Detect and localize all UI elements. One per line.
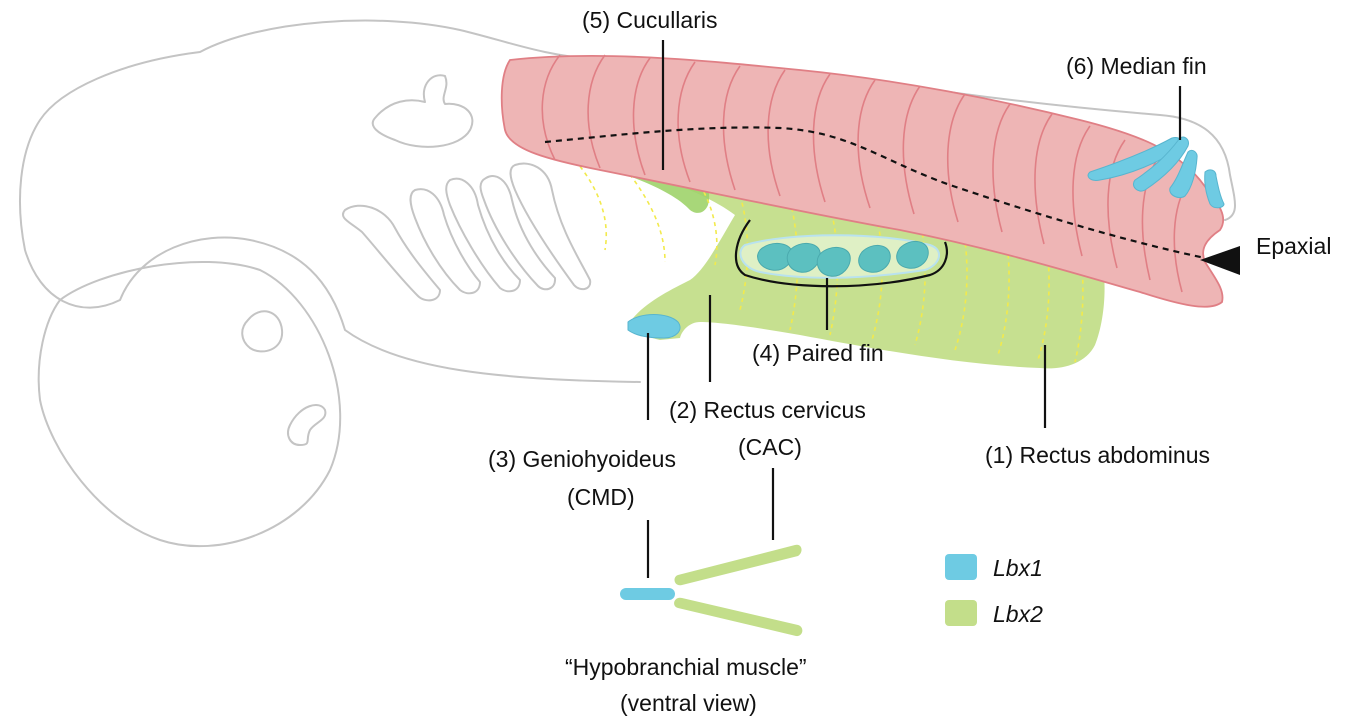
label-hypobranchial-muscle: “Hypobranchial muscle” [565, 654, 807, 680]
epaxial-arrowhead [1200, 246, 1240, 275]
legend-swatch-lbx1 [945, 554, 977, 580]
labels: (5) Cucullaris (6) Median fin Epaxial (4… [488, 7, 1331, 716]
horizontal-myoseptum-line [544, 126, 1206, 260]
label-geniohyoideus: (3) Geniohyoideus [488, 446, 676, 472]
legend-label-lbx2: Lbx2 [993, 601, 1043, 627]
somite-boundaries [541, 54, 1189, 293]
label-ventral-view: (ventral view) [620, 690, 757, 716]
ventral-lbx1-bar [620, 588, 675, 600]
paired-fin-lbx1-muscles [757, 241, 929, 277]
legend-label-lbx1: Lbx1 [993, 555, 1043, 581]
paired-fin [734, 219, 948, 288]
ventral-lbx2-lower [674, 597, 803, 637]
label-paired-fin: (4) Paired fin [752, 340, 884, 366]
nasal-outline [287, 404, 327, 446]
geniohyoideus-muscle [627, 314, 681, 339]
label-rectus-abdominus: (1) Rectus abdominus [985, 442, 1210, 468]
label-epaxial: Epaxial [1256, 233, 1331, 259]
legend: Lbx1 Lbx2 [945, 554, 1043, 627]
median-fin-muscles [1087, 136, 1225, 209]
epaxial-somites [500, 54, 1225, 308]
leader-lines [646, 40, 1182, 578]
label-geniohyoideus-cmd: (CMD) [567, 484, 635, 510]
label-median-fin: (6) Median fin [1066, 53, 1207, 79]
label-cucullaris: (5) Cucullaris [582, 7, 717, 33]
ventral-lbx2-upper [674, 544, 802, 586]
label-rectus-cervicus-cac: (CAC) [738, 434, 802, 460]
paired-fin-outline [734, 219, 948, 288]
otic-outline [371, 74, 474, 148]
legend-swatch-lbx2 [945, 600, 977, 626]
eye-outline [241, 310, 284, 353]
hypobranchial-ventral-view [620, 544, 803, 637]
pharyngeal-arches [342, 162, 592, 302]
label-rectus-cervicus: (2) Rectus cervicus [669, 397, 866, 423]
